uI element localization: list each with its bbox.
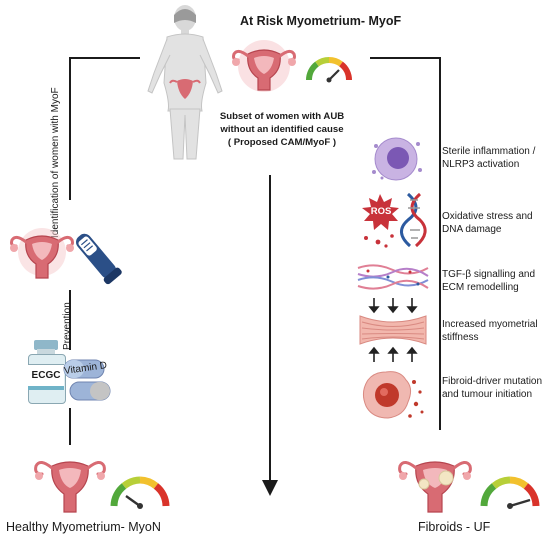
mechanism-3-line-1: TGF-β signalling and — [442, 269, 536, 280]
screening-uterus-icon — [10, 228, 122, 285]
immune-cell-icon — [372, 137, 422, 181]
mechanism-5-line-1: Fibroid-driver mutation — [442, 376, 543, 387]
ecgc-bottle-icon: ECGC — [26, 340, 66, 404]
mechanism-5-line-2: and tumour initiation — [442, 389, 533, 400]
mechanism-1-line-2: NLRP3 activation — [442, 159, 520, 170]
ecm-fibers-icon — [357, 264, 429, 290]
mechanism-4-line-1: Increased myometrial — [442, 319, 538, 330]
at-risk-uterus-icon — [232, 40, 296, 92]
left-branch-line — [69, 57, 140, 200]
mechanism-3-line-2: ECM remodelling — [442, 282, 519, 293]
mechanism-4-line-2: stiffness — [442, 332, 479, 343]
mechanism-label-1: Sterile inflammation / NLRP3 activation — [442, 145, 535, 171]
mutated-cell-icon — [362, 371, 424, 419]
healthy-uterus-icon — [34, 461, 106, 513]
identification-label: Identification of women with MyoF — [50, 87, 61, 238]
subset-line-2: without an identified cause — [220, 124, 344, 135]
mechanism-label-5: Fibroid-driver mutation and tumour initi… — [442, 375, 542, 401]
ros-badge-label: ROS — [370, 206, 392, 217]
fibroids-label: Fibroids - UF — [418, 520, 491, 534]
healthy-myometrium-label: Healthy Myometrium- MyoN — [6, 520, 161, 534]
fibroid-uterus-icon — [398, 461, 472, 513]
mechanism-label-2: Oxidative stress and DNA damage — [442, 210, 533, 236]
ecgc-label: ECGC — [28, 364, 64, 388]
at-risk-gauge-icon — [306, 57, 352, 83]
healthy-gauge-icon — [110, 476, 170, 509]
fibroid-gauge-icon — [480, 476, 540, 509]
right-branch-line — [370, 57, 441, 430]
subset-line-1: Subset of women with AUB — [219, 111, 345, 122]
ros-dna-icon — [362, 192, 427, 248]
mechanism-1-line-1: Sterile inflammation / — [442, 146, 536, 157]
mechanism-label-3: TGF-β signalling and ECM remodelling — [442, 268, 535, 294]
mechanism-label-4: Increased myometrial stiffness — [442, 318, 538, 344]
at-risk-title: At Risk Myometrium- MyoF — [240, 14, 402, 28]
mechanism-2-line-1: Oxidative stress and — [442, 211, 533, 222]
woman-figure-icon — [147, 5, 223, 160]
compressed-tissue-icon — [359, 298, 427, 362]
subset-line-3: ( Proposed CAM/MyoF ) — [227, 137, 337, 148]
subset-description: Subset of women with AUB without an iden… — [207, 110, 357, 149]
mechanism-2-line-2: DNA damage — [442, 224, 502, 235]
vitamin-d-pills-icon — [63, 359, 111, 401]
